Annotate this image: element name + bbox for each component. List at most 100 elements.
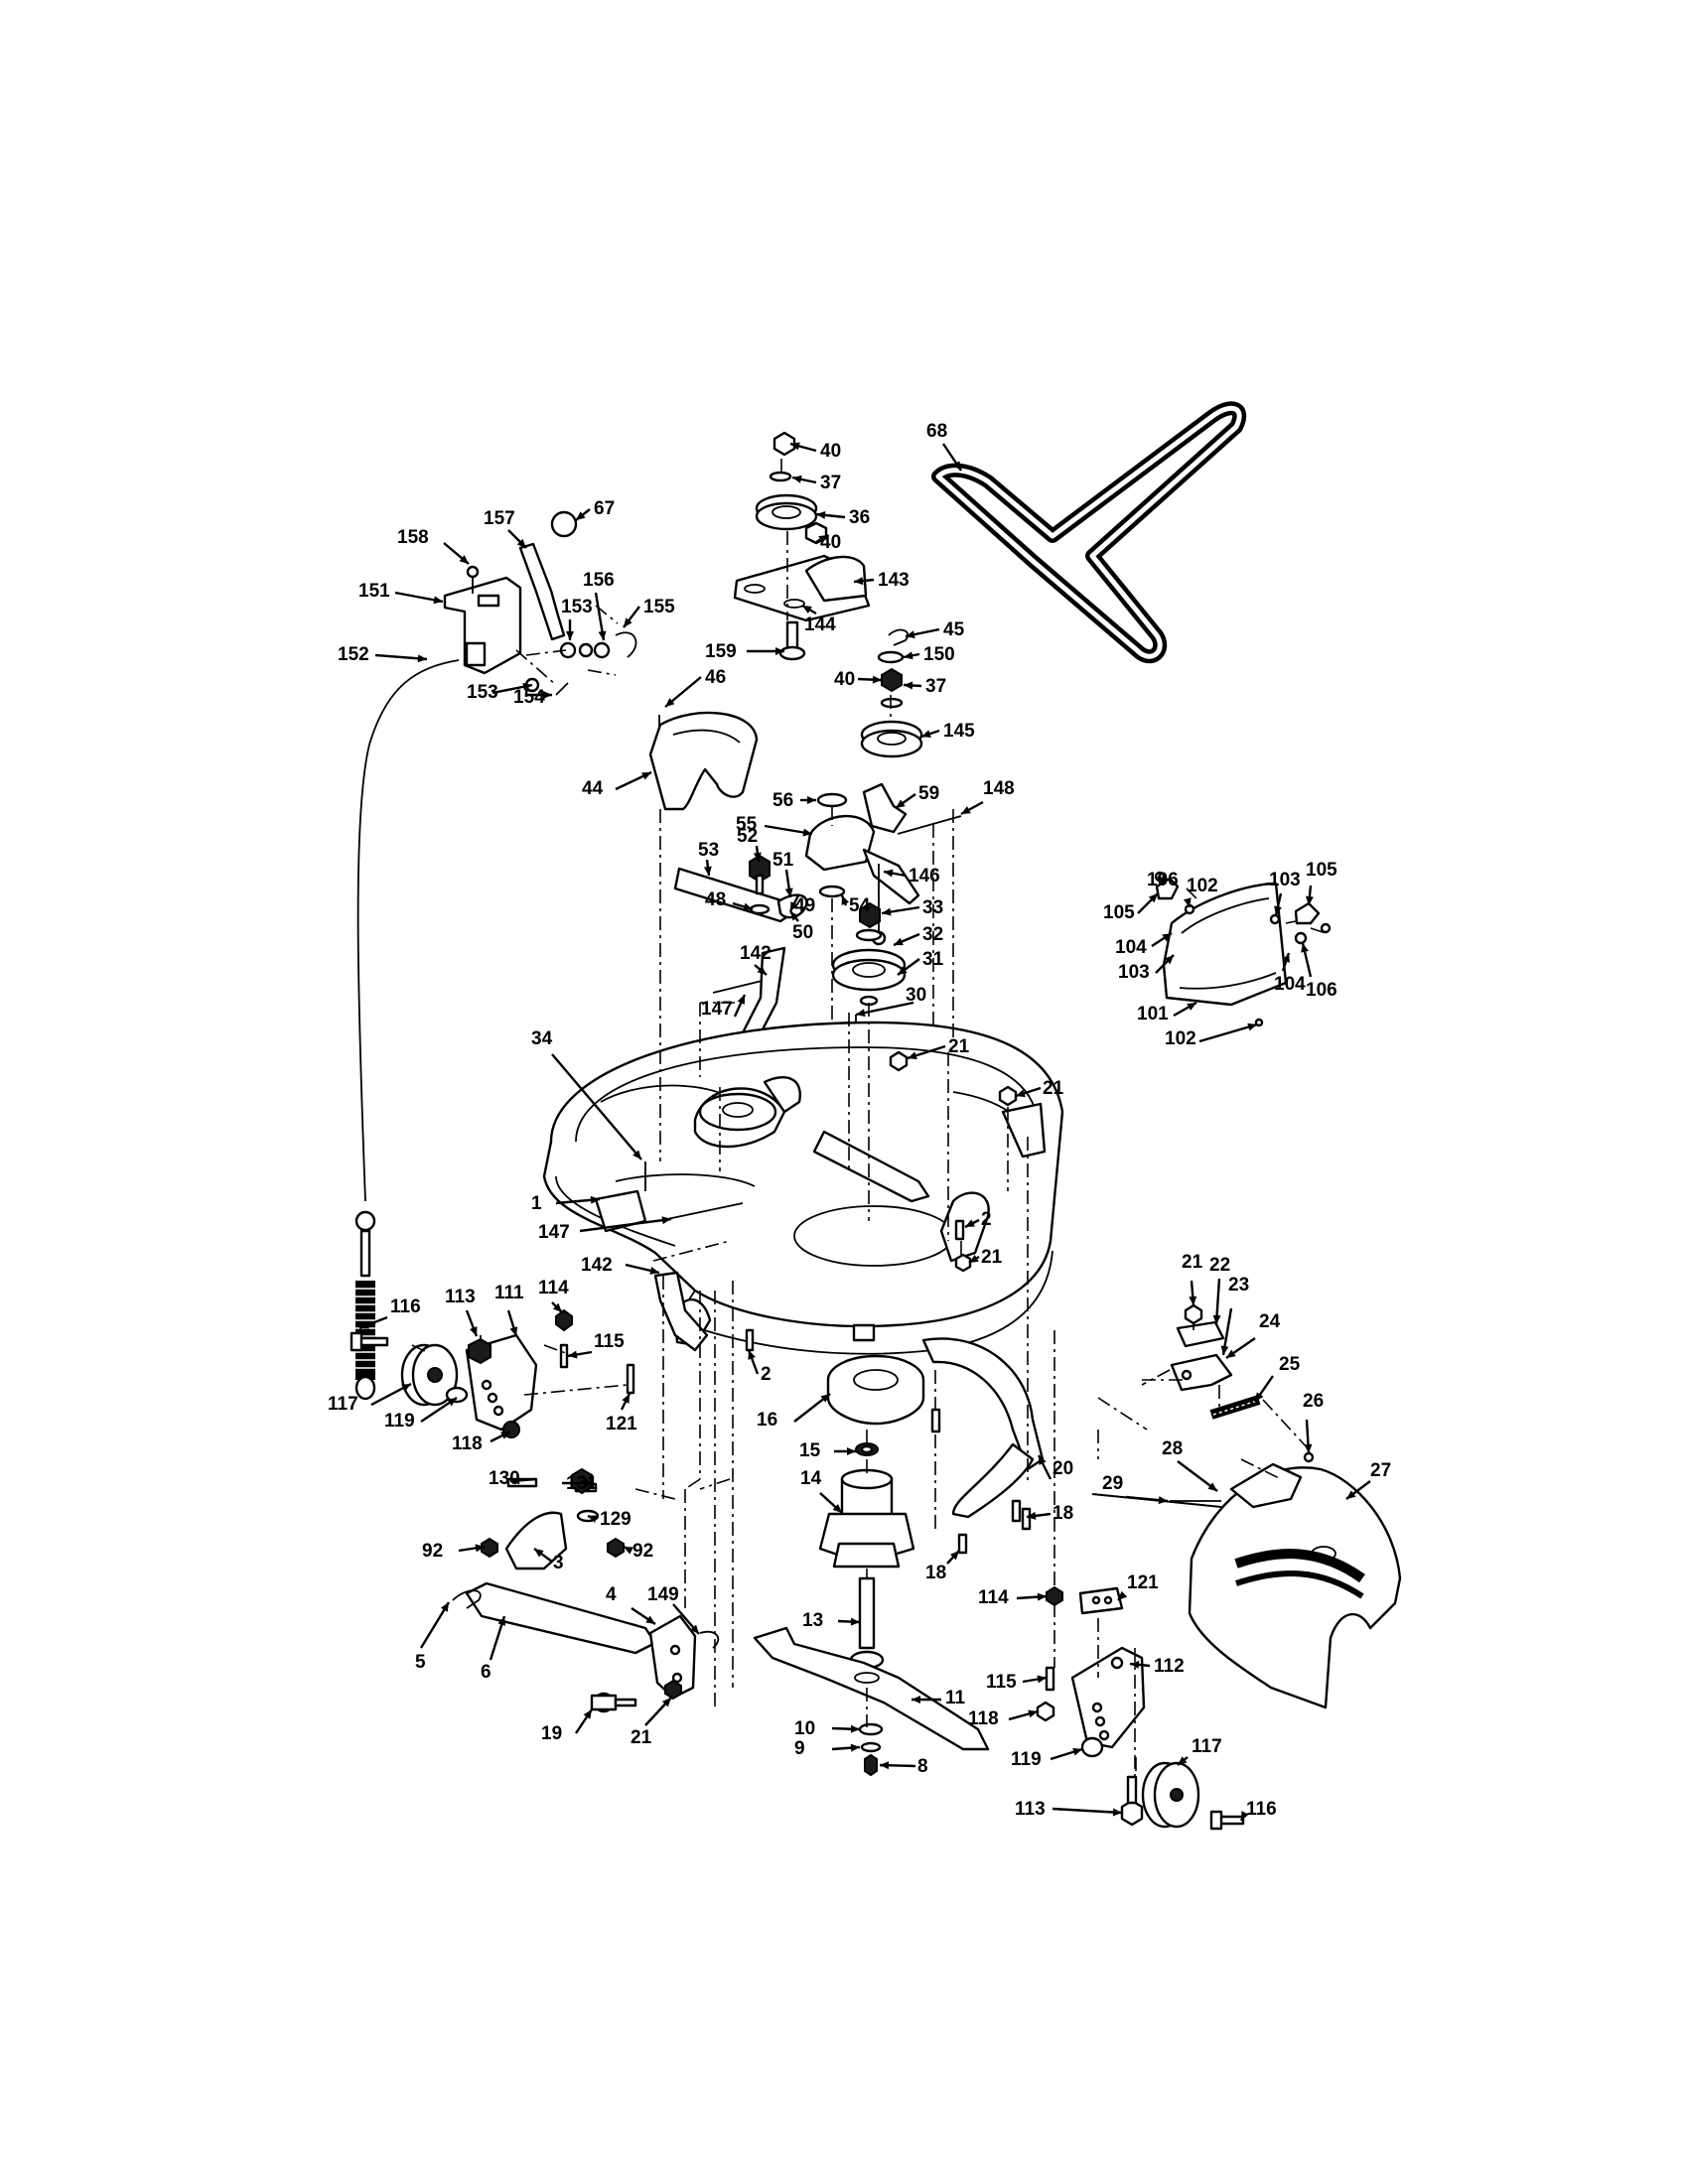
callout-label: 105 [1103,902,1135,923]
callout-label: 116 [390,1297,421,1317]
callout-arrowhead [583,1709,592,1719]
callout-37: 37 [791,473,841,493]
callout-103: 103 [1118,954,1175,983]
callout-103: 103 [1269,870,1301,916]
callout-arrowhead [641,772,651,780]
callout-142: 142 [581,1255,660,1276]
callout-147: 147 [538,1216,672,1243]
callout-arrowhead [820,1394,830,1403]
callout-arrowhead [359,1320,369,1329]
callout-label: 2 [981,1209,992,1230]
callout-10: 10 [794,1718,861,1739]
callout-32: 32 [893,924,943,947]
callout-arrowhead [661,1698,671,1707]
callout-arrowhead [850,1724,860,1733]
callout-36: 36 [815,507,870,528]
callout-label: 21 [948,1036,970,1057]
callout-117: 117 [328,1382,412,1415]
callout-label: 111 [494,1283,524,1303]
callout-arrowhead [904,651,913,660]
callout-label: 113 [445,1287,476,1307]
drive-pulley-stack [831,901,907,1007]
callout-label: 51 [772,850,794,871]
lift-linkage [452,1467,720,1713]
callout-117: 117 [1177,1736,1222,1766]
callout-arrowhead [509,1326,518,1336]
callout-arrowhead [624,617,632,627]
callout-label: 4 [606,1584,617,1605]
callout-34: 34 [531,1028,642,1160]
callout-106: 106 [1147,870,1179,890]
callout-arrowhead [624,1547,633,1555]
callout-arrowhead [475,1544,485,1553]
callout-9: 9 [794,1738,861,1759]
callout-label: 19 [541,1723,562,1744]
callout-label: 48 [705,889,726,910]
parts-drawing [350,401,1402,1831]
callout-label: 142 [740,943,772,964]
callout-label: 147 [538,1222,570,1243]
deck-hardware-left [644,1161,744,1220]
callout-19: 19 [541,1708,593,1744]
callout-24: 24 [1225,1311,1281,1359]
callout-68: 68 [926,421,962,472]
callout-arrowhead [1189,1296,1197,1305]
callout-50: 50 [789,910,813,943]
callout-arrowhead [961,806,971,814]
callout-arrowhead [802,828,812,837]
callout-label: 151 [358,581,390,602]
callout-59: 59 [895,783,939,809]
callout-label: 25 [1279,1354,1301,1375]
callout-label: 15 [799,1440,821,1461]
callout-label: 145 [943,721,975,742]
callout-129: 129 [587,1509,632,1530]
callout-label: 28 [1162,1438,1183,1459]
callout-arrowhead [1027,1511,1037,1520]
callout-arrowhead [500,1432,510,1439]
callout-arrowhead [1118,1590,1128,1600]
callout-113: 113 [1015,1799,1123,1820]
callout-144: 144 [801,604,836,635]
callout-16: 16 [757,1393,831,1431]
callout-label: 8 [917,1756,928,1777]
callout-label: 121 [606,1414,637,1434]
callout-label: 92 [422,1541,443,1562]
callout-label: 157 [484,508,515,529]
callout-label: 32 [922,924,943,945]
callout-label: 50 [792,922,813,943]
callout-label: 34 [531,1028,553,1049]
callout-arrowhead [784,887,793,897]
callout-157: 157 [484,508,527,549]
callout-label: 11 [945,1688,966,1708]
callout-51: 51 [772,850,794,898]
callout-5: 5 [415,1601,451,1673]
callout-label: 1 [531,1193,542,1214]
callout-arrowhead [872,675,882,684]
callout-label: 6 [481,1662,491,1683]
callout-21: 21 [631,1697,672,1748]
callout-label: 52 [737,826,758,847]
callout-label: 59 [918,783,939,804]
callout-115: 115 [567,1331,625,1359]
callout-label: 55 [736,814,758,835]
callout-52: 52 [737,826,762,863]
callout-arrowhead [850,1617,860,1626]
callout-116: 116 [358,1297,421,1330]
callout-arrowhead [748,1350,756,1360]
callout-145: 145 [920,721,975,742]
drive-belt [931,401,1247,664]
callout-label: 112 [1154,1656,1185,1677]
callout-arrowhead [965,1219,975,1227]
callout-label: 5 [415,1652,426,1673]
callout-20: 20 [1037,1454,1073,1480]
callout-label: 9 [794,1738,805,1759]
callout-arrowhead [790,911,799,921]
callout-119: 119 [1011,1747,1083,1770]
spindle-housing [826,1354,925,1426]
callout-label: 56 [772,790,793,811]
callout-37: 37 [903,676,946,697]
callout-53: 53 [698,840,719,877]
callout-label: 148 [983,778,1015,799]
callout-arrowhead [1241,1811,1249,1821]
callout-arrowhead [661,1216,671,1225]
